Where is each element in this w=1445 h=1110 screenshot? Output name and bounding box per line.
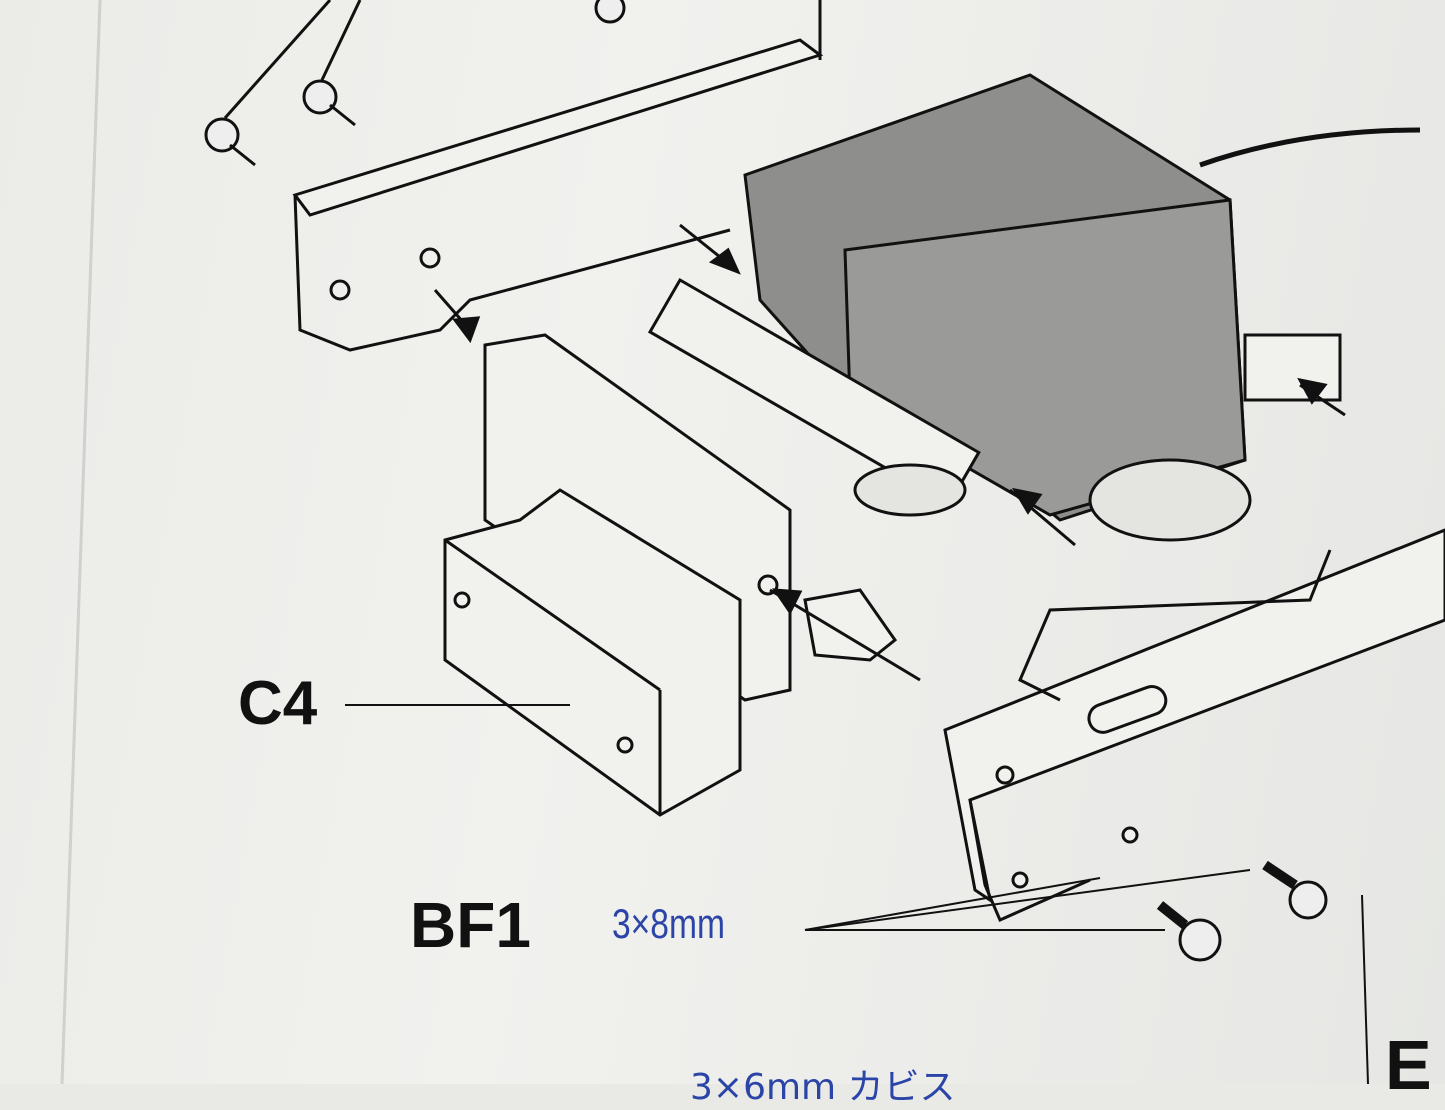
- edge-letter: E: [1385, 1026, 1432, 1104]
- bottom-caption: 3×6mm カビス: [690, 1067, 956, 1108]
- leader-line: [345, 704, 1369, 1084]
- screw-icon: [204, 0, 626, 167]
- bottom-bracket: [943, 528, 1445, 922]
- transformer: [647, 73, 1421, 542]
- screw-size-label: 3×8mm: [612, 900, 725, 947]
- arrow-icon: [433, 223, 1346, 682]
- part-label-c4: C4: [238, 669, 318, 738]
- c4-block: [443, 333, 898, 817]
- screw-icon: [1156, 860, 1328, 962]
- assembly-diagram: [60, 0, 1445, 1084]
- part-label-bf1: BF1: [410, 889, 531, 961]
- page-fold: [60, 0, 102, 1084]
- top-rail: [292, 0, 824, 352]
